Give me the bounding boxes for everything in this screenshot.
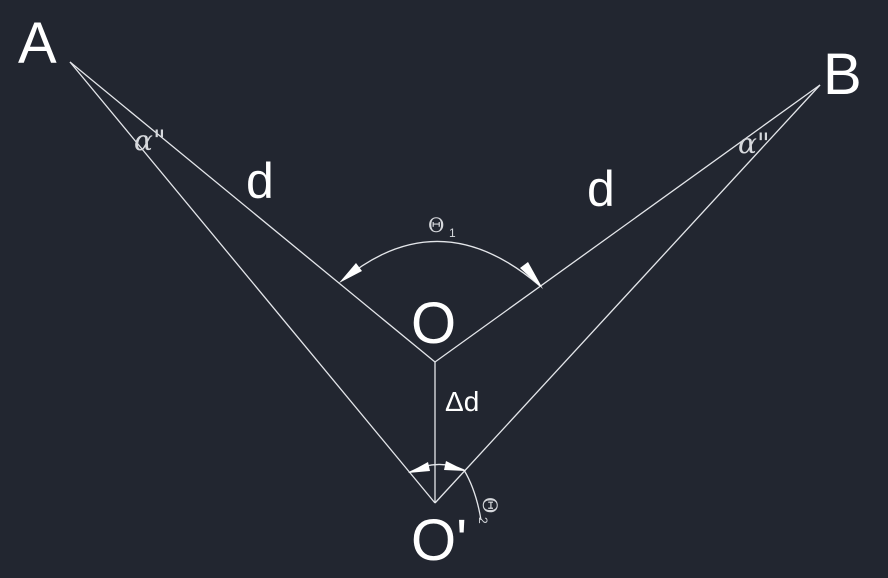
theta2-arrow-right bbox=[444, 461, 466, 471]
label-theta1-symbol: Θ bbox=[428, 213, 444, 237]
label-delta-d: Δd bbox=[445, 386, 479, 417]
label-O-prime: O' bbox=[411, 508, 467, 573]
label-theta2-symbol: Θ bbox=[478, 497, 502, 513]
label-B: B bbox=[823, 42, 862, 107]
label-d-right: d bbox=[587, 161, 615, 217]
line-A-Oprime bbox=[69, 61, 436, 504]
line-Oprime-B bbox=[434, 84, 821, 504]
theta2-arrow-left bbox=[408, 462, 430, 473]
line-A-O bbox=[69, 61, 436, 363]
label-A: A bbox=[18, 11, 57, 76]
label-theta1-sub: 1 bbox=[449, 226, 456, 240]
theta1-arc bbox=[342, 240, 541, 287]
theta2-label-group: Θ 2 bbox=[476, 497, 502, 524]
theta1-arrow-left bbox=[339, 263, 362, 283]
theta1-arrow-right bbox=[520, 262, 543, 289]
label-d-left: d bbox=[246, 153, 274, 209]
label-O: O bbox=[411, 291, 456, 356]
line-O-B bbox=[434, 84, 821, 363]
label-alpha-right: α" bbox=[738, 127, 770, 160]
label-theta2-sub: 2 bbox=[476, 517, 490, 524]
label-alpha-left: α" bbox=[134, 124, 166, 157]
